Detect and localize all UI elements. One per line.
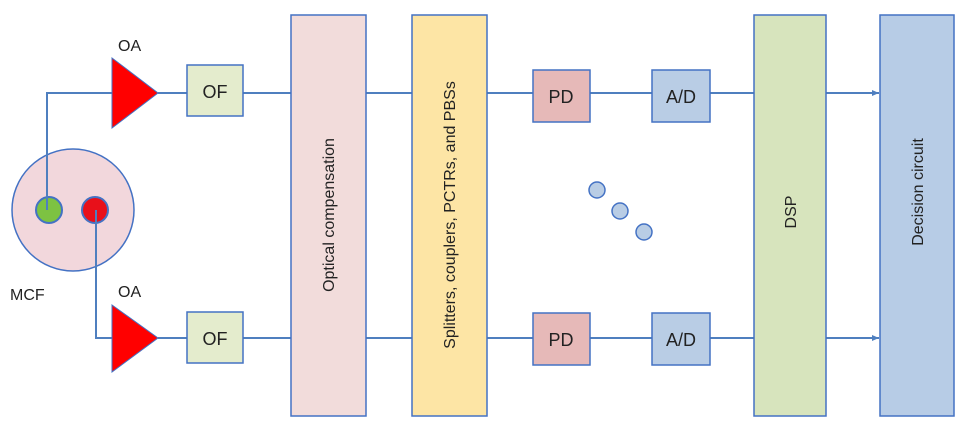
filter-bottom-block xyxy=(186,311,244,364)
adc-top-block xyxy=(651,69,711,123)
decision-label: Decision circuit xyxy=(910,138,927,246)
dsp-label: DSP xyxy=(783,196,800,229)
ellipsis-dot-1 xyxy=(588,181,606,199)
filter-bottom-label: OF xyxy=(203,329,228,349)
pd-bottom-block xyxy=(532,312,591,366)
amplifier-top-icon xyxy=(111,56,159,130)
optical-compensation-block xyxy=(290,14,367,417)
splitters-label: Splitters, couplers, PCTRs, and PBSs xyxy=(442,81,459,349)
fiber-cladding xyxy=(11,148,135,272)
pd-bottom-label: PD xyxy=(548,330,573,350)
multicore-fiber xyxy=(11,148,135,272)
amplifier-bottom-label: OA xyxy=(118,284,141,301)
optical-compensation-label: Optical compensation xyxy=(321,138,338,292)
pd-top-label: PD xyxy=(548,87,573,107)
ellipsis-dots xyxy=(588,181,653,241)
adc-bottom-block xyxy=(651,312,711,366)
decision-block xyxy=(879,14,955,417)
fiber-label: MCF xyxy=(10,287,45,304)
pd-top-block xyxy=(532,69,591,123)
adc-bottom-label: A/D xyxy=(666,330,696,350)
adc-top-label: A/D xyxy=(666,87,696,107)
filter-top-label: OF xyxy=(203,82,228,102)
filter-top-block xyxy=(186,64,244,117)
dsp-block xyxy=(753,14,827,417)
amplifier-top-label: OA xyxy=(118,38,141,55)
amplifier-bottom-icon xyxy=(111,304,159,373)
ellipsis-dot-2 xyxy=(611,202,629,220)
fiber-core-green xyxy=(35,196,63,224)
splitters-block xyxy=(411,14,488,417)
ellipsis-dot-3 xyxy=(635,223,653,241)
